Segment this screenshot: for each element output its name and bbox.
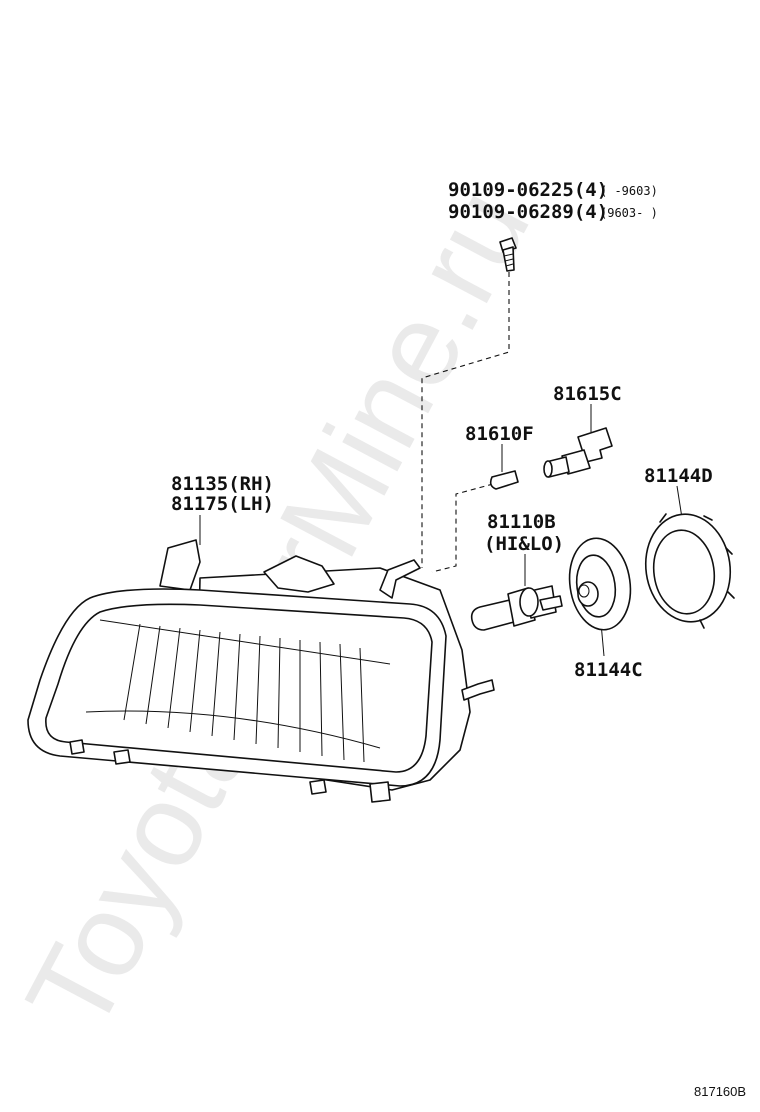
- diagram-code: 817160B: [694, 1084, 746, 1099]
- headlamp-rh-part-label: 81135(RH): [171, 473, 274, 495]
- cover-icon: [568, 537, 632, 631]
- cover-part-label: 81144C: [574, 659, 643, 681]
- small-bulb-leader-line: [431, 483, 494, 573]
- headlamp-icon: [27, 539, 495, 803]
- small-bulb-part-label: 81610F: [465, 423, 534, 445]
- bolt-range-1: ( -9603): [600, 184, 658, 198]
- main-bulb-note-label: (HI&LO): [484, 533, 564, 555]
- socket-part-label: 81615C: [553, 383, 622, 405]
- main-bulb-part-label: 81110B: [487, 511, 556, 533]
- bolt-part-label: 90109-06225(4) ( -9603) 90109-06289(4) (…: [448, 179, 658, 223]
- bolt-leader-line: [421, 272, 510, 568]
- main-bulb-icon: [470, 585, 563, 631]
- bolt-icon: [499, 237, 517, 272]
- bolt-range-2: (9603- ): [600, 206, 658, 220]
- small-bulb-icon: [489, 470, 519, 490]
- bolt-part-number-1: 90109-06225(4): [448, 179, 608, 201]
- bolt-part-number-2: 90109-06289(4): [448, 201, 608, 223]
- seal-ring-part-label: 81144D: [644, 465, 713, 487]
- leader-ticks: [199, 404, 683, 657]
- seal-ring-icon: [644, 513, 735, 629]
- headlamp-lh-part-label: 81175(LH): [171, 493, 274, 515]
- socket-icon: [543, 427, 613, 478]
